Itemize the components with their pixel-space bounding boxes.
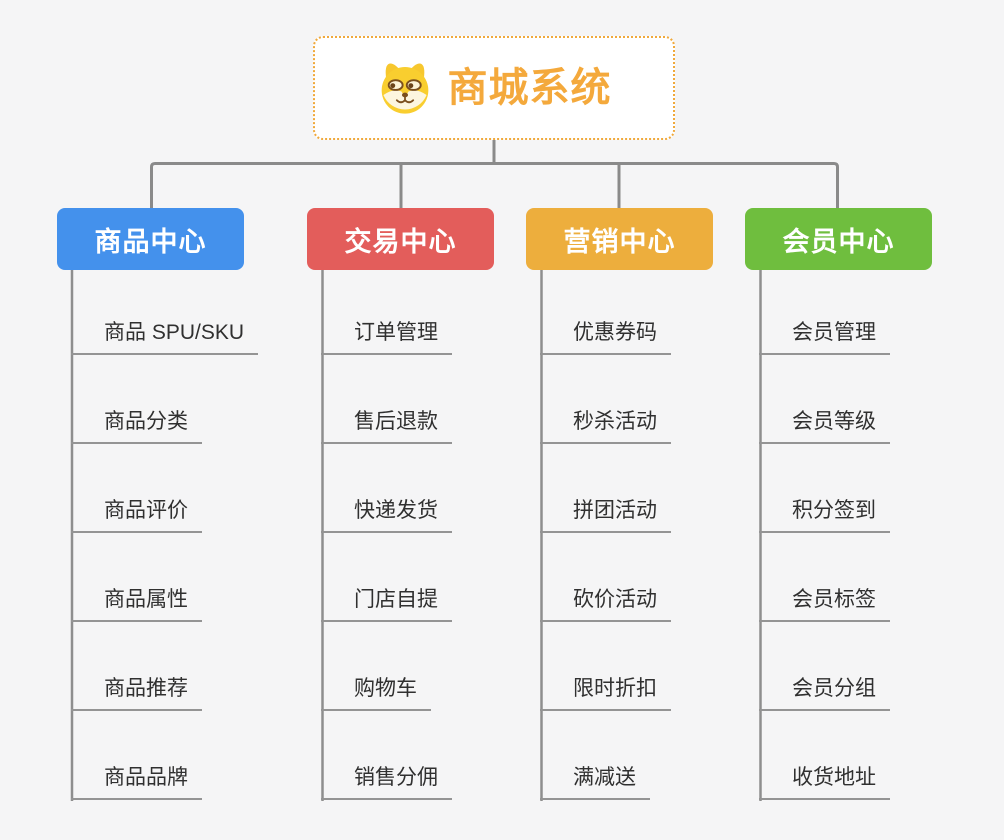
leaf-node[interactable]: 优惠券码 — [540, 319, 671, 355]
leaf-node[interactable]: 砍价活动 — [540, 586, 671, 622]
leaf-node[interactable]: 售后退款 — [321, 408, 452, 444]
leaf-node[interactable]: 商品推荐 — [71, 675, 202, 711]
branch-node-marketing-center[interactable]: 营销中心 — [526, 208, 713, 270]
leaf-node[interactable]: 商品 SPU/SKU — [71, 319, 259, 355]
leaf-node[interactable]: 快递发货 — [321, 497, 452, 533]
leaf-node[interactable]: 满减送 — [540, 764, 650, 800]
leaf-node[interactable]: 积分签到 — [759, 497, 890, 533]
leaf-node[interactable]: 会员管理 — [759, 319, 890, 355]
branch-node-product-center[interactable]: 商品中心 — [57, 208, 244, 270]
branch-node-member-center[interactable]: 会员中心 — [745, 208, 932, 270]
leaf-node[interactable]: 秒杀活动 — [540, 408, 671, 444]
leaf-node[interactable]: 拼团活动 — [540, 497, 671, 533]
root-node-mall-system[interactable]: 商城系统 — [313, 36, 675, 140]
leaf-node[interactable]: 商品属性 — [71, 586, 202, 622]
leaf-node[interactable]: 会员标签 — [759, 586, 890, 622]
branch-node-trade-center[interactable]: 交易中心 — [307, 208, 494, 270]
leaf-node[interactable]: 会员分组 — [759, 675, 890, 711]
leaf-node[interactable]: 收货地址 — [759, 764, 890, 800]
leaf-node[interactable]: 商品分类 — [71, 408, 202, 444]
leaf-node[interactable]: 限时折扣 — [540, 675, 671, 711]
leaf-node[interactable]: 订单管理 — [321, 319, 452, 355]
leaf-node[interactable]: 销售分佣 — [321, 764, 452, 800]
leaf-node[interactable]: 购物车 — [321, 675, 431, 711]
leaf-node[interactable]: 会员等级 — [759, 408, 890, 444]
root-title: 商城系统 — [447, 66, 612, 110]
leaf-node[interactable]: 门店自提 — [321, 586, 452, 622]
leaf-node[interactable]: 商品评价 — [71, 497, 202, 533]
leaf-node[interactable]: 商品品牌 — [71, 764, 202, 800]
shiba-dog-icon — [381, 63, 428, 114]
